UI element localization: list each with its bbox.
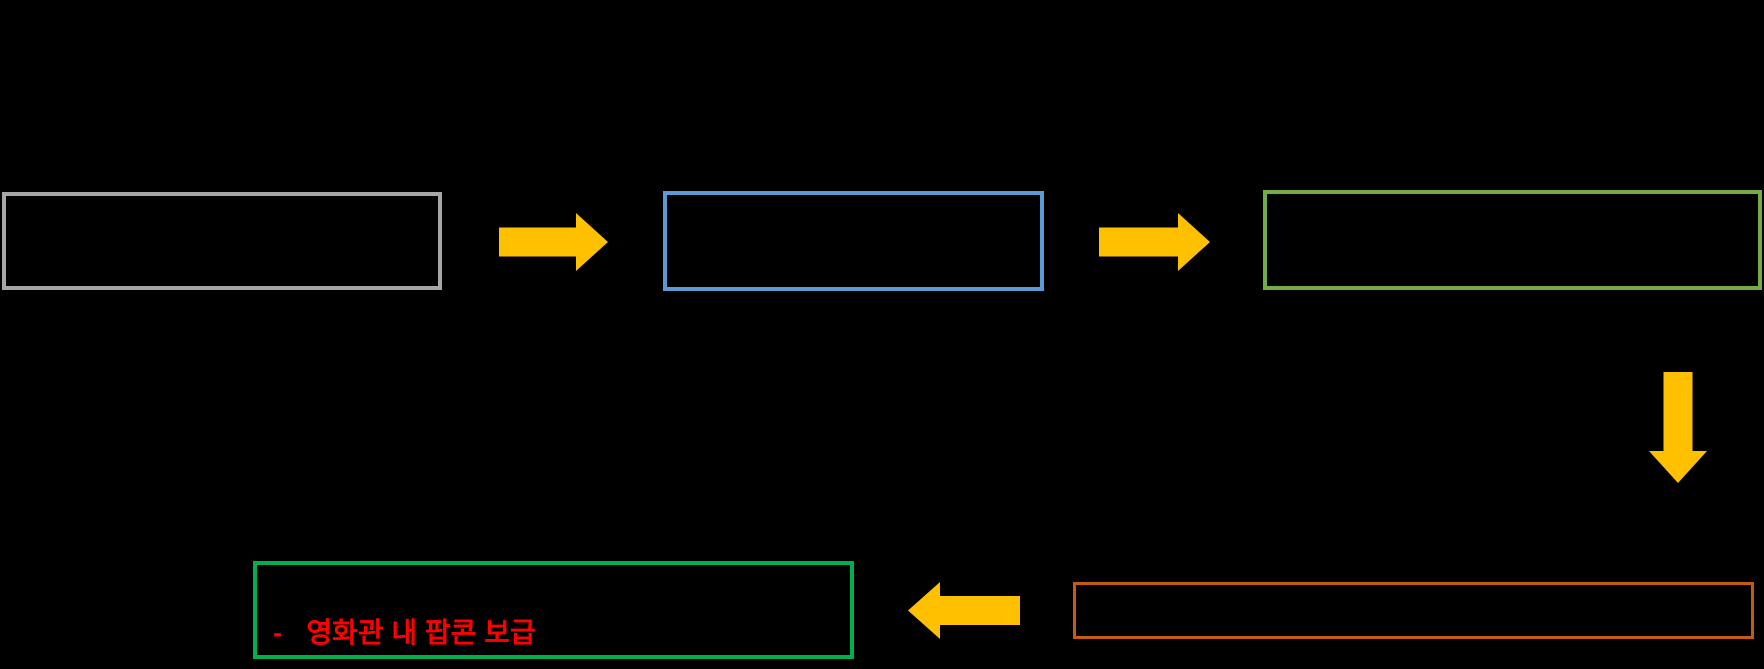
arrow-down bbox=[1649, 372, 1707, 483]
flow-box-step-1 bbox=[2, 192, 442, 290]
flow-box-step-5: -영화관 내 팝콘 보급 bbox=[253, 561, 854, 659]
arrow-right-1-shape bbox=[499, 213, 608, 271]
arrow-right-2-shape bbox=[1099, 213, 1210, 271]
flow-box-step-2 bbox=[663, 191, 1044, 291]
flow-box-step-4 bbox=[1073, 582, 1754, 639]
arrow-left-shape bbox=[908, 582, 1020, 639]
note-text: 영화관 내 팝콘 보급 bbox=[306, 617, 536, 648]
popcorn-note: -영화관 내 팝콘 보급 bbox=[273, 619, 536, 647]
flow-box-step-3 bbox=[1263, 190, 1762, 290]
note-bullet-dash: - bbox=[273, 617, 283, 648]
arrow-left bbox=[908, 582, 1020, 639]
arrow-right-1 bbox=[499, 213, 608, 271]
arrow-right-2 bbox=[1099, 213, 1210, 271]
arrow-down-shape bbox=[1649, 372, 1707, 483]
